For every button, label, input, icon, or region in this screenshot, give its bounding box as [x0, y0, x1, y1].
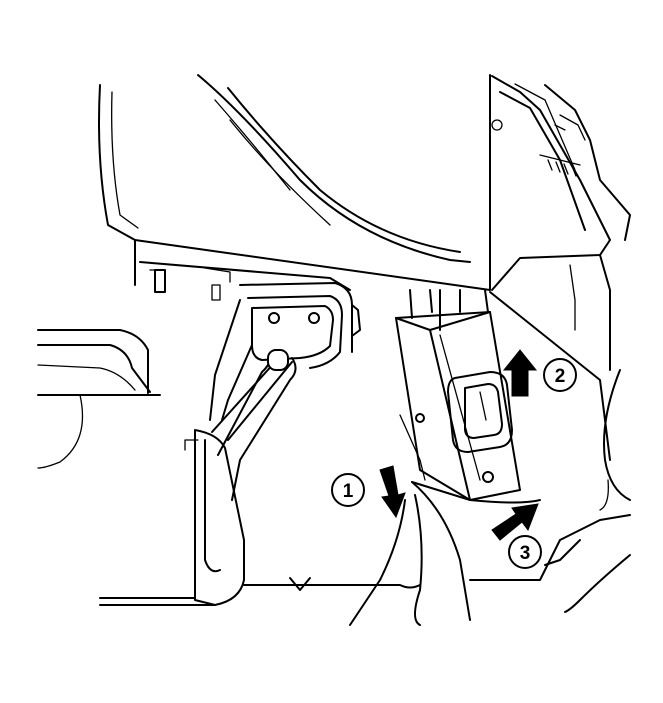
callout-number: 1	[343, 481, 354, 502]
callout-3: 3	[491, 503, 542, 569]
callout-circle	[508, 535, 542, 569]
arrow-down-icon	[379, 465, 406, 519]
left-panel	[37, 329, 161, 469]
callout-2: 2	[502, 349, 577, 397]
lower-sill-trim	[349, 481, 631, 626]
callout-number: 3	[520, 543, 531, 564]
arrow-up-icon	[502, 349, 538, 397]
callout-circle	[543, 358, 577, 392]
pillar-bracket	[395, 289, 521, 501]
bracket-assembly	[209, 282, 361, 501]
lower-left-trim	[99, 429, 421, 606]
upper-body-panel	[98, 74, 491, 301]
callout-number: 2	[555, 366, 566, 387]
arrow-up-right-icon	[491, 503, 539, 541]
right-structure	[489, 75, 631, 511]
callout-circle	[331, 473, 365, 507]
callout-1: 1	[331, 465, 406, 519]
